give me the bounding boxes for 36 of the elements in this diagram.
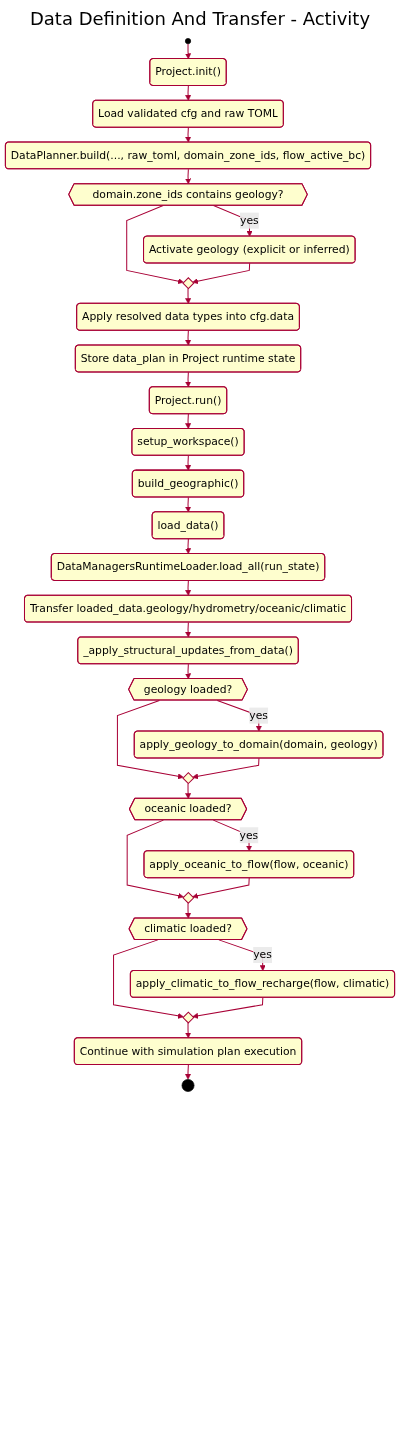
arrow: [192, 262, 251, 285]
edge-label: yes: [249, 708, 268, 722]
arrow: [185, 538, 192, 555]
arrow: [185, 1064, 191, 1080]
arrow: [185, 85, 192, 101]
arrow: [185, 127, 192, 143]
node-circle: [185, 38, 192, 45]
edge-label: yes: [239, 828, 259, 842]
arrow: [185, 496, 192, 513]
edge-label: yes: [240, 213, 259, 227]
arrow: [185, 330, 192, 346]
arrow: [116, 699, 184, 780]
arrow: [185, 663, 192, 680]
arrow: [192, 757, 260, 780]
diagram-title: Data Definition And Transfer - Activity: [28, 8, 372, 29]
arrow: [192, 997, 264, 1019]
arrow: [185, 580, 192, 596]
arrow: [126, 205, 184, 285]
arrow: [185, 455, 192, 471]
arrow: [113, 939, 184, 1019]
arrow: [185, 288, 192, 304]
node-diamond: [182, 891, 195, 904]
node-diamond: [182, 772, 195, 785]
arrow: [185, 1022, 192, 1039]
arrow: [185, 783, 192, 799]
arrow: [185, 371, 192, 388]
arrow: [126, 819, 184, 899]
arrow: [185, 168, 192, 185]
arrow: [185, 413, 192, 430]
arrow: [185, 902, 192, 919]
node-diamond: [182, 1011, 195, 1024]
arrow: [192, 877, 250, 899]
arrow: [185, 43, 192, 60]
edge-label: yes: [253, 948, 272, 962]
arrow: [185, 621, 192, 638]
node-diamond: [182, 277, 195, 290]
